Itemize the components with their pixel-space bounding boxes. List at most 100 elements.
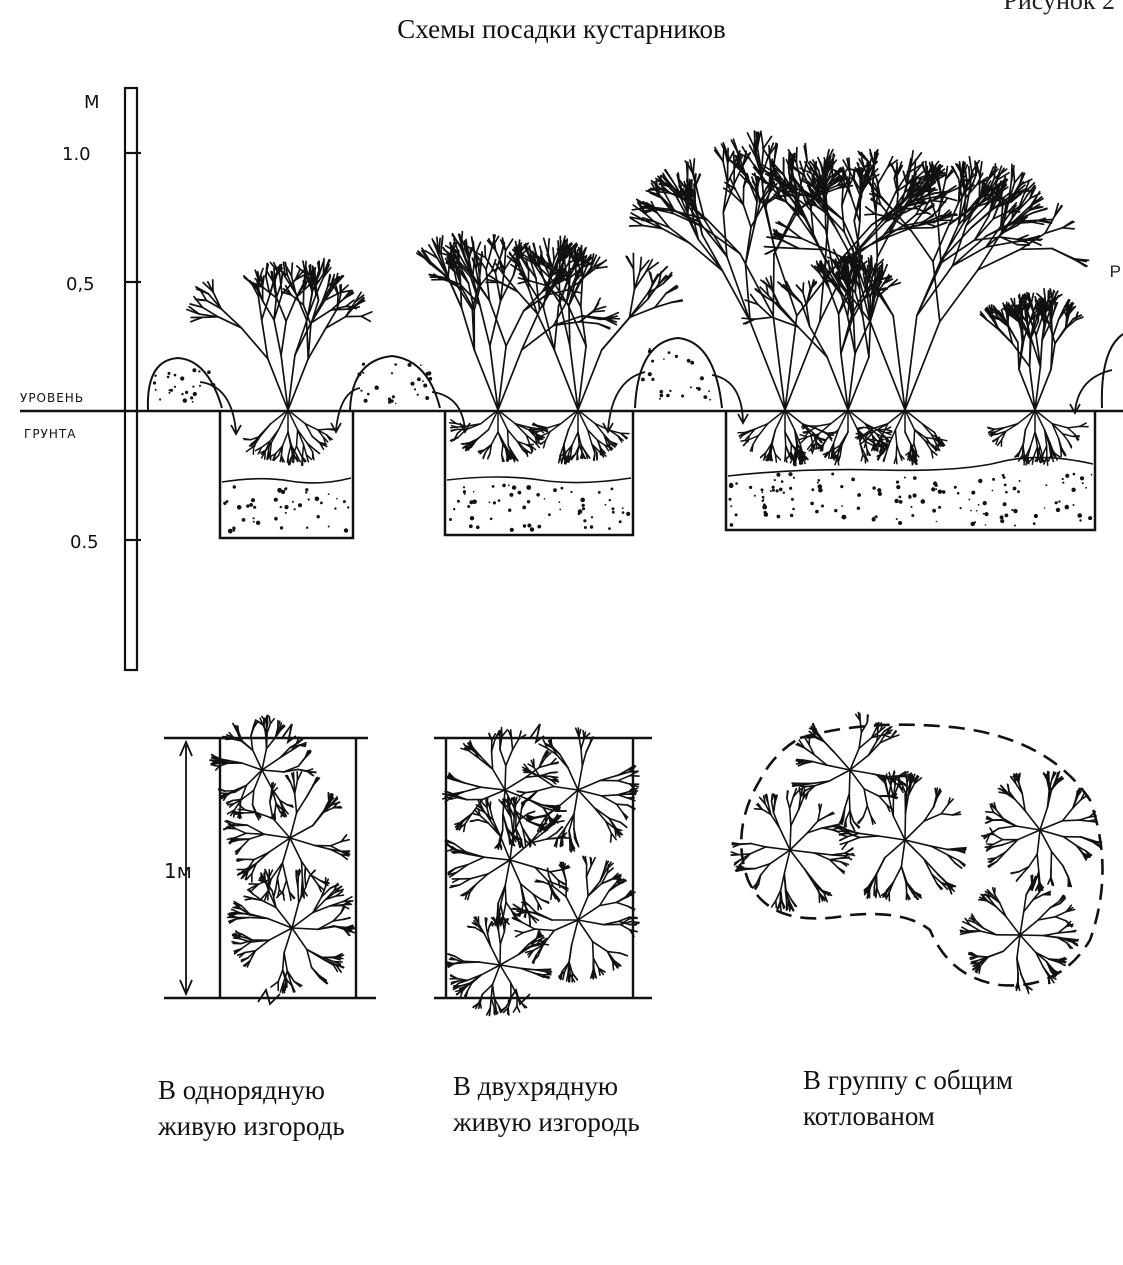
plan-shrub-branch [245,897,253,901]
soil-dot [984,512,989,517]
soil-dot [968,498,971,501]
shrub-branch [307,263,312,279]
soil-dot [1081,482,1084,485]
soil-dot [476,525,480,530]
shrub-branch [882,278,894,285]
shrub-branch [679,196,689,215]
soil-heap-dot [659,393,664,398]
shrub-branch [868,173,880,182]
shrub-branch [645,213,663,230]
shrub-branch [763,245,780,249]
shrub-branch [815,204,830,216]
plan-shrub-branch [499,930,506,945]
plan-shrub-branch [549,890,553,901]
shrub-branch [459,283,481,306]
shrub-branch [1026,184,1036,197]
shrub-branch [449,243,460,255]
shrub-branch [354,299,366,306]
shrub-branch [360,311,373,318]
shrub-branch [797,325,828,358]
shrub-branch [510,263,522,272]
shrub-branch [726,255,752,323]
scale-label-0-5-below: 0.5 [70,532,99,553]
shrub-branch [781,190,797,194]
shrub-branch [939,210,952,222]
shrub-branch [339,289,353,294]
soil-heap-dot [699,376,705,381]
plan-shrub-branch [264,732,268,750]
shrub-branch [635,198,651,209]
soil-heap-dot [641,377,645,382]
shrub-branch [951,224,967,267]
plan-shrub-branch [831,854,846,857]
shrub-branch [547,252,553,268]
root [301,444,305,458]
shrub-branch [280,273,284,285]
shrub-branch [841,204,846,234]
root [860,454,864,462]
shrub-branch [841,257,846,271]
soil-heap-dot [198,384,202,387]
root [279,454,283,463]
shrub-branch [764,172,779,182]
root [490,431,499,446]
soil-dot [877,488,882,493]
soil-heap-dot [666,393,670,398]
shrub-branch [754,147,763,173]
soil-heap-dot [416,393,419,396]
plan-shrub-branch [225,761,243,764]
plan-shrub-branch [234,827,247,835]
shrub-branch [894,201,912,224]
root [500,453,504,463]
shrub-branch [866,163,875,178]
plan-shrub-branch [335,894,345,897]
soil-dot [279,505,282,509]
soil-heap-dot [361,362,366,366]
soil-surface-double [446,476,632,484]
shrub-branch [825,272,833,284]
shrub-branch [360,315,372,323]
soil-dot [1032,522,1036,525]
plan-shrub-branch [479,993,484,1004]
soil-dot [253,505,257,509]
shrub-branch [812,159,820,172]
plan-shrub-branch [577,779,602,791]
shrub-branch [1011,239,1031,244]
shrub-branch [843,280,857,294]
plan-shrub-branch [844,848,854,855]
soil-heap-dot [709,398,711,401]
plan-shrub-branch [286,803,294,807]
dimension-label: 1м [164,859,192,883]
shrub-branch [824,167,834,188]
soil-dot [580,497,585,503]
shrub-branch [676,173,681,186]
plan-single-row [164,723,376,1006]
shrub-branch [457,262,472,278]
page-title: Схемы посадки кустарников [397,14,726,44]
shrub-branch [324,283,337,302]
soil-dot [973,521,977,524]
shrub-branch [339,284,343,296]
soil-heap-dot [703,395,708,399]
shrub-branch [479,270,493,286]
soil-dot [941,490,946,494]
plan-shrub-branch [533,928,556,932]
soil-heap-dot [410,381,415,386]
shrub-branch [911,174,915,188]
shrub-branch [932,221,947,229]
root [562,444,565,457]
plan-shrub-branch [509,729,513,739]
soil-dot [1017,490,1020,494]
shrub-branch [1002,221,1019,234]
plan-shrub-branch [549,868,563,873]
shrub-branch [840,293,849,318]
shrub-branch [1034,295,1040,308]
shrub-branch [457,233,464,250]
soil-dot [1071,487,1076,492]
soil-dot [1064,504,1070,510]
plan-shrub-branch [489,801,492,810]
soil-dot [874,515,878,519]
soil-dot [959,507,962,510]
shrub-branch [307,276,314,295]
shrub-branch [754,288,767,298]
